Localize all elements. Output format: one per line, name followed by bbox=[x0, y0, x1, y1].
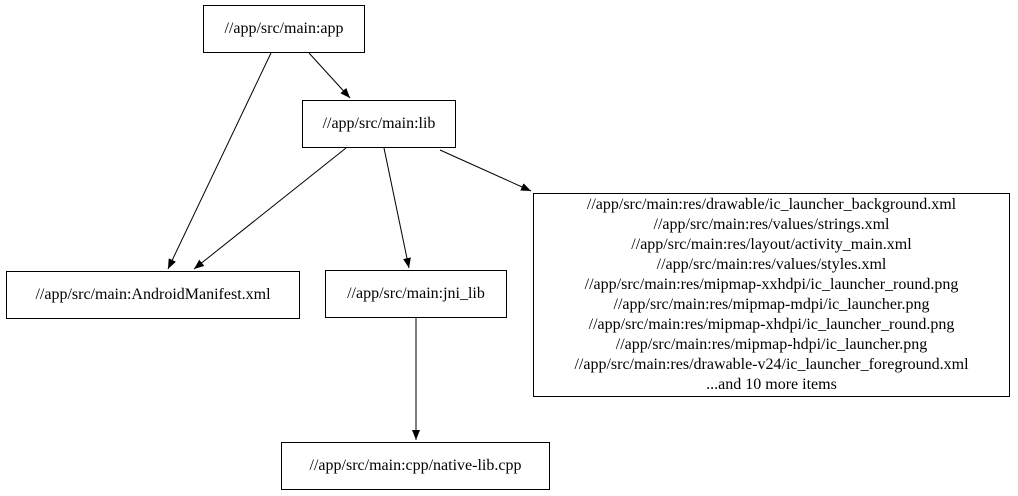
resource-line: //app/src/main:res/mipmap-xxhdpi/ic_laun… bbox=[584, 276, 959, 293]
node-cpp-native-lib: //app/src/main:cpp/native-lib.cpp bbox=[281, 442, 550, 490]
edge-lib-to-manifest bbox=[193, 147, 347, 270]
edge-app-to-manifest bbox=[167, 52, 272, 270]
resource-line: //app/src/main:res/values/strings.xml bbox=[653, 216, 890, 233]
node-app-label: //app/src/main:app bbox=[224, 20, 344, 37]
node-cpp-native-lib-label: //app/src/main:cpp/native-lib.cpp bbox=[309, 457, 522, 474]
node-lib: //app/src/main:lib bbox=[302, 100, 456, 148]
resource-line: //app/src/main:res/values/styles.xml bbox=[656, 256, 887, 273]
resource-line: //app/src/main:res/drawable/ic_launcher_… bbox=[586, 196, 957, 213]
resource-line: //app/src/main:res/mipmap-mdpi/ic_launch… bbox=[613, 296, 930, 313]
node-lib-label: //app/src/main:lib bbox=[322, 115, 436, 132]
resource-line: //app/src/main:res/layout/activity_main.… bbox=[631, 236, 912, 253]
edge-lib-to-jni-lib bbox=[383, 147, 411, 269]
node-jni-lib-label: //app/src/main:jni_lib bbox=[347, 285, 485, 302]
node-android-manifest-label: //app/src/main:AndroidManifest.xml bbox=[35, 286, 271, 303]
node-app: //app/src/main:app bbox=[203, 5, 365, 53]
resource-line: //app/src/main:res/mipmap-hdpi/ic_launch… bbox=[615, 336, 928, 353]
resource-line: //app/src/main:res/mipmap-xhdpi/ic_launc… bbox=[588, 316, 955, 333]
node-resources: //app/src/main:res/drawable/ic_launcher_… bbox=[533, 193, 1010, 397]
edge-lib-to-resources bbox=[439, 149, 532, 192]
node-jni-lib: //app/src/main:jni_lib bbox=[325, 270, 507, 318]
resource-more-items: ...and 10 more items bbox=[706, 376, 837, 393]
resource-line: //app/src/main:res/drawable-v24/ic_launc… bbox=[574, 356, 969, 373]
edge-app-to-lib bbox=[308, 52, 351, 99]
node-android-manifest: //app/src/main:AndroidManifest.xml bbox=[6, 271, 300, 319]
